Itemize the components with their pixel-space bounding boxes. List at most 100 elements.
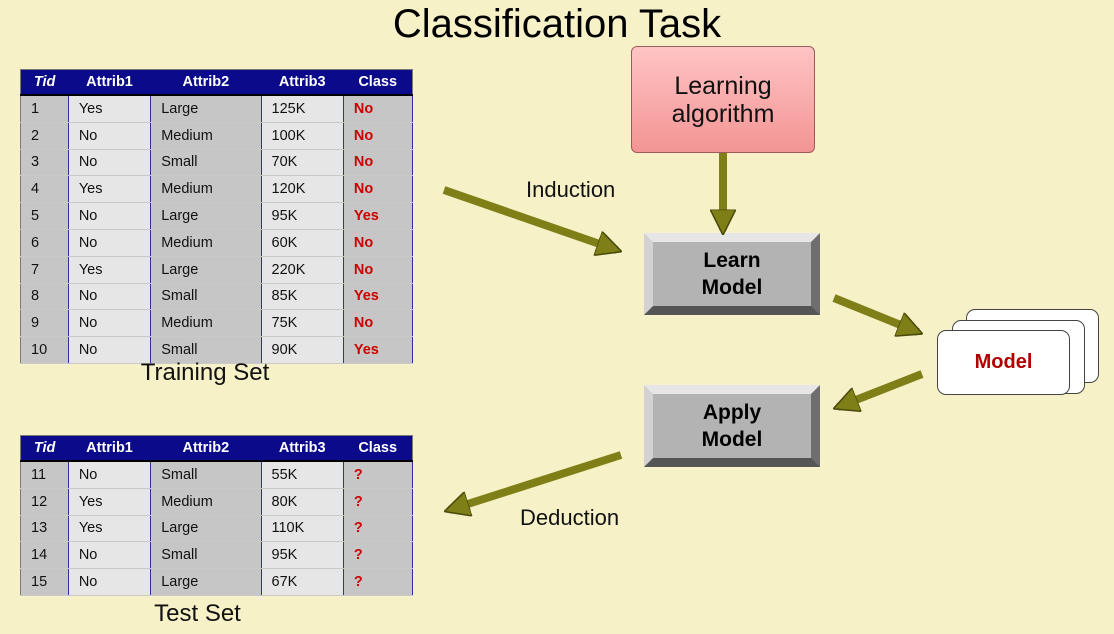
table-cell: No bbox=[343, 229, 414, 257]
table-cell: Large bbox=[150, 568, 262, 596]
table-cell: 7 bbox=[20, 256, 69, 284]
table-cell: 67K bbox=[261, 568, 344, 596]
table-cell: 6 bbox=[20, 229, 69, 257]
table-cell: Small bbox=[150, 336, 262, 364]
table-cell: 110K bbox=[261, 515, 344, 543]
learn-model-box: Learn Model bbox=[644, 233, 820, 315]
table-cell: 95K bbox=[261, 541, 344, 570]
column-header: Attrib3 bbox=[261, 69, 344, 96]
table-cell: 70K bbox=[261, 149, 344, 177]
column-header: Tid bbox=[20, 69, 69, 96]
table-cell: 13 bbox=[20, 515, 69, 543]
table-cell: Yes bbox=[68, 175, 152, 204]
arrow-model-to-apply bbox=[838, 370, 924, 407]
table-cell: ? bbox=[343, 461, 414, 489]
training-set-caption: Training Set bbox=[140, 359, 270, 386]
table-cell: No bbox=[343, 309, 414, 338]
test-set-caption: Test Set bbox=[154, 600, 241, 627]
table-cell: Medium bbox=[150, 309, 262, 338]
arrow-apply-to-test bbox=[449, 451, 623, 510]
table-cell: Yes bbox=[68, 515, 152, 543]
learning-algorithm-label: Learning algorithm bbox=[671, 71, 775, 128]
table-cell: No bbox=[68, 149, 152, 177]
table-cell: 55K bbox=[261, 461, 344, 489]
table-cell: Large bbox=[150, 515, 262, 543]
table-cell: 10 bbox=[20, 336, 69, 364]
table-cell: 120K bbox=[261, 175, 344, 204]
table-cell: ? bbox=[343, 488, 414, 516]
table-cell: Yes bbox=[68, 256, 152, 284]
model-card: Model bbox=[937, 330, 1070, 395]
table-cell: 9 bbox=[20, 309, 69, 338]
table-cell: 2 bbox=[20, 122, 69, 150]
table-cell: 90K bbox=[261, 336, 344, 364]
table-cell: Large bbox=[150, 256, 262, 284]
table-cell: 125K bbox=[261, 95, 344, 123]
column-header: Attrib1 bbox=[68, 69, 151, 96]
table-cell: No bbox=[343, 149, 414, 177]
table-cell: 75K bbox=[261, 309, 344, 338]
table-cell: Yes bbox=[68, 488, 152, 516]
table-cell: Medium bbox=[150, 122, 262, 150]
table-cell: No bbox=[68, 309, 152, 338]
table-cell: 85K bbox=[261, 283, 344, 311]
table-cell: Yes bbox=[343, 283, 414, 311]
column-header: Tid bbox=[20, 435, 69, 462]
table-cell: ? bbox=[343, 515, 414, 543]
apply-model-label: Apply Model bbox=[701, 401, 763, 451]
table-cell: No bbox=[68, 122, 152, 150]
table-cell: No bbox=[68, 202, 152, 230]
table-cell: No bbox=[343, 95, 414, 123]
table-cell: 5 bbox=[20, 202, 69, 230]
table-cell: No bbox=[68, 283, 152, 311]
table-cell: Large bbox=[150, 202, 262, 230]
arrow-training-to-learn bbox=[442, 186, 617, 250]
column-header: Class bbox=[343, 435, 413, 462]
induction-label: Induction bbox=[526, 177, 616, 202]
table-cell: ? bbox=[343, 568, 414, 596]
table-cell: Small bbox=[150, 283, 262, 311]
table-cell: 8 bbox=[20, 283, 69, 311]
table-cell: 15 bbox=[20, 568, 69, 596]
table-cell: Large bbox=[150, 95, 262, 123]
table-cell: 95K bbox=[261, 202, 344, 230]
table-cell: No bbox=[68, 336, 152, 364]
column-header: Attrib3 bbox=[261, 435, 344, 462]
table-cell: ? bbox=[343, 541, 414, 570]
table-cell: No bbox=[68, 568, 152, 596]
table-cell: 80K bbox=[261, 488, 344, 516]
table-cell: 4 bbox=[20, 175, 69, 204]
column-header: Attrib1 bbox=[68, 435, 151, 462]
model-label: Model bbox=[974, 351, 1033, 373]
table-cell: Yes bbox=[343, 336, 414, 364]
table-cell: Small bbox=[150, 461, 262, 489]
deduction-label: Deduction bbox=[520, 505, 620, 530]
table-cell: No bbox=[343, 256, 414, 284]
table-cell: No bbox=[68, 461, 152, 489]
arrow-learn-to-model bbox=[832, 294, 918, 332]
table-cell: Small bbox=[150, 541, 262, 570]
table-cell: 100K bbox=[261, 122, 344, 150]
table-cell: 12 bbox=[20, 488, 69, 516]
table-cell: Yes bbox=[68, 95, 152, 123]
learn-model-label: Learn Model bbox=[701, 249, 763, 299]
table-cell: No bbox=[343, 175, 414, 204]
table-cell: No bbox=[343, 122, 414, 150]
column-header: Class bbox=[343, 69, 413, 96]
